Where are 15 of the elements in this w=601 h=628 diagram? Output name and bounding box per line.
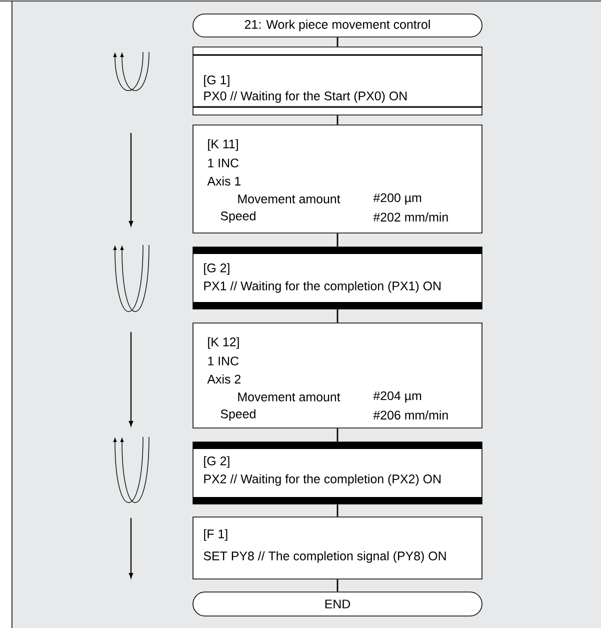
- connector-line: [336, 115, 338, 125]
- step-box: [K 12] 1 INC Axis 2 Movement amount #204 µm Speed #206 mm/min: [192, 322, 482, 428]
- connector-line: [336, 579, 338, 592]
- condition-box: [G 2] PX1 // Waiting for the completion (PX1) ON: [192, 246, 482, 310]
- terminal-box: 21: Work piece movement control: [192, 14, 482, 38]
- condition-box: [G 2] PX2 // Waiting for the completion (PX2) ON: [192, 442, 482, 504]
- connector-line: [336, 504, 338, 517]
- connector-line: [336, 428, 338, 442]
- step-box: [K 11] 1 INC Axis 1 Movement amount #200 µm Speed #202 mm/min: [192, 124, 482, 234]
- connector-line: [336, 37, 338, 47]
- condition-box: [G 1] PX0 // Waiting for the Start (PX0) ON: [192, 46, 482, 116]
- step-box: [F 1] SET PY8 // The completion signal (PY8) ON: [192, 516, 482, 580]
- terminal-box: END: [192, 592, 482, 616]
- connector-line: [336, 309, 338, 323]
- connector-line: [336, 233, 338, 247]
